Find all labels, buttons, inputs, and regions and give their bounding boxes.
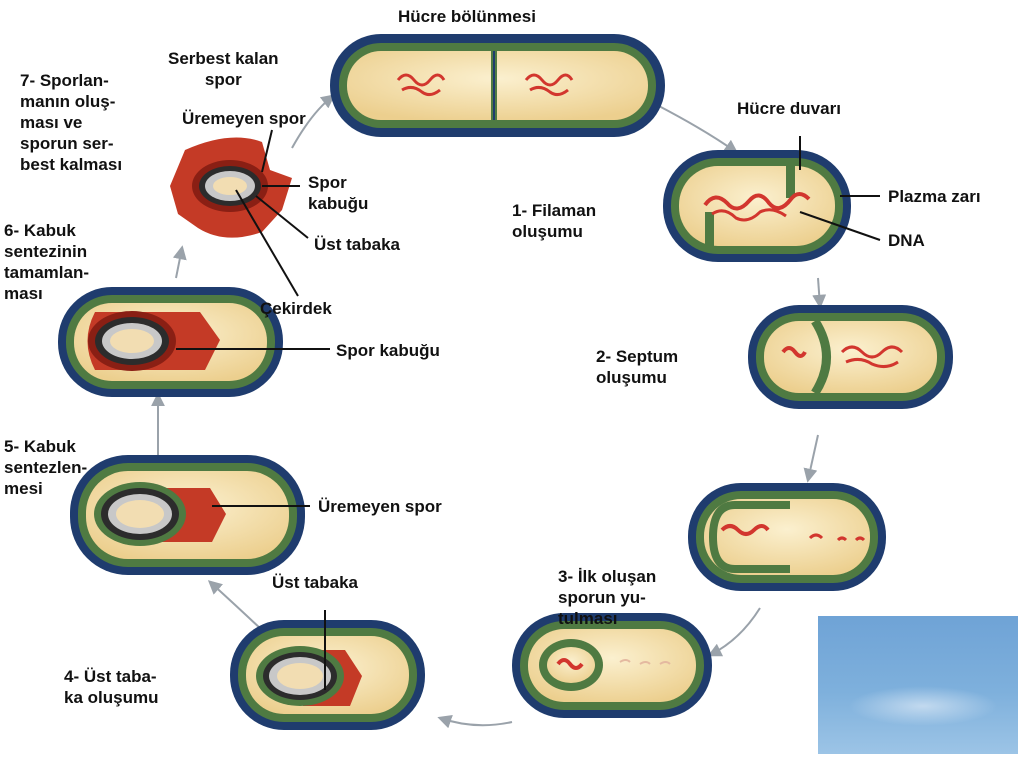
label-stage-1: 1- Filaman oluşumu bbox=[512, 200, 596, 242]
cell-engulfment bbox=[688, 483, 886, 591]
label-nongerm-spore: Üremeyen spor bbox=[318, 496, 442, 517]
label-stage-5: 5- Kabuk sentezlen- mesi bbox=[4, 436, 87, 499]
arrow-septum-to-engulf bbox=[808, 435, 818, 480]
title-cell-division: Hücre bölünmesi bbox=[398, 6, 536, 27]
label-plasma-membrane: Plazma zarı bbox=[888, 186, 981, 207]
label-spore-coat-small: Spor kabuğu bbox=[308, 172, 368, 214]
label-outer-layer-top: Üst tabaka bbox=[314, 234, 400, 255]
cell-coat-synthesis bbox=[70, 455, 305, 575]
label-stage-4: 4- Üst taba- ka oluşumu bbox=[64, 666, 158, 708]
label-spore-coat: Spor kabuğu bbox=[336, 340, 440, 361]
cell-filament bbox=[663, 150, 851, 262]
label-core: Çekirdek bbox=[260, 298, 332, 319]
label-stage-7: 7- Sporlan- manın oluş- ması ve sporun s… bbox=[20, 70, 122, 175]
label-stage-6: 6- Kabuk sentezinin tamamlan- ması bbox=[4, 220, 89, 304]
cell-coat-complete bbox=[58, 287, 283, 397]
cell-division bbox=[330, 34, 665, 137]
arrow-stage4-to-stage5 bbox=[210, 582, 262, 630]
label-free-spore: Serbest kalan spor bbox=[168, 48, 279, 90]
label-outer-layer: Üst tabaka bbox=[272, 572, 358, 593]
arrow-division-to-filament bbox=[657, 105, 736, 152]
label-cell-wall: Hücre duvarı bbox=[737, 98, 841, 119]
label-stage-3: 3- İlk oluşan sporun yu- tulması bbox=[558, 566, 656, 629]
arrow-stage4a-to-stage4b bbox=[440, 718, 512, 725]
arrow-engulf-to-stage4a bbox=[710, 608, 760, 655]
arrow-filament-to-septum bbox=[818, 278, 820, 306]
label-nongerm-spore-top: Üremeyen spor bbox=[182, 108, 306, 129]
arrow-stage6-to-stage7 bbox=[176, 248, 182, 278]
cell-septum bbox=[748, 305, 953, 409]
sky-photo-fragment bbox=[818, 616, 1018, 754]
label-dna: DNA bbox=[888, 230, 925, 251]
label-stage-2: 2- Septum oluşumu bbox=[596, 346, 678, 388]
cell-outer-layer bbox=[230, 620, 425, 730]
free-spore bbox=[170, 138, 292, 238]
cloud bbox=[848, 686, 998, 726]
